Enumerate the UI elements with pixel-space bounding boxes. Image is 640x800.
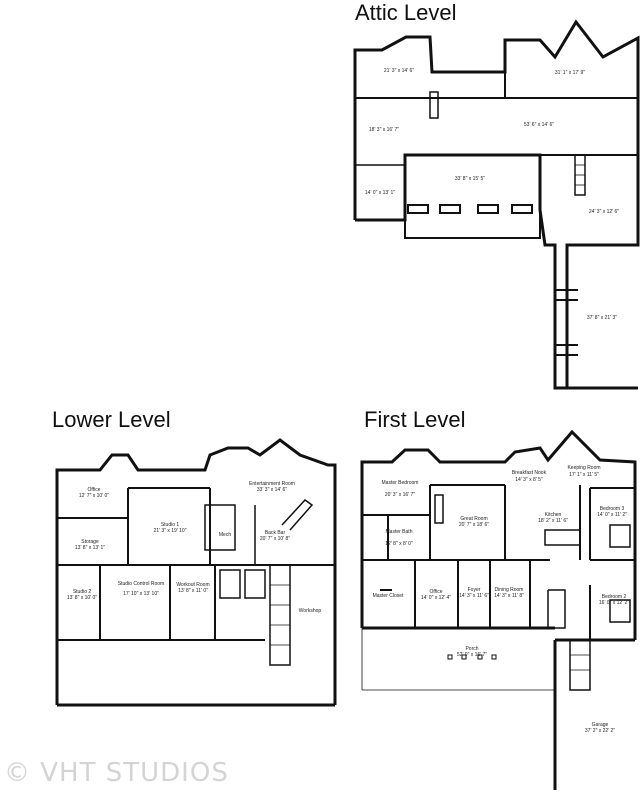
lower-backbar-dims: 20' 7" x 10' 8" <box>260 536 290 542</box>
attic-level-title: Attic Level <box>355 0 457 25</box>
vht-studios-watermark: © VHT STUDIOS <box>4 758 229 788</box>
attic-room-7-dims: 24' 3" x 12' 6" <box>589 209 619 215</box>
lower-storage-dims: 13' 8" x 13' 1" <box>75 545 105 551</box>
lower-office-name: Office <box>88 487 101 493</box>
attic-room-1-dims: 21' 3" x 14' 6" <box>384 68 414 74</box>
lower-studio2-dims: 13' 8" x 10' 0" <box>67 595 97 601</box>
attic-plan <box>353 19 640 390</box>
lower-workout-name: Workout Room <box>176 582 209 588</box>
first-level-title: First Level <box>364 407 466 432</box>
first-bedroom2-dims: 16' 0" x 12' 2" <box>599 600 629 606</box>
first-masterbed-dims: 20' 3" x 16' 7" <box>385 492 415 498</box>
first-masterbath-dims: 12' 8" x 8' 0" <box>385 541 413 547</box>
first-keeping-dims: 17' 1" x 11' 5" <box>569 472 599 478</box>
first-dining-name: Dining Room <box>495 587 524 593</box>
lower-control-name: Studio Control Room <box>118 581 164 587</box>
first-office-dims: 14' 0" x 12' 4" <box>421 595 451 601</box>
first-nook-name: Breakfast Nook <box>512 470 547 476</box>
lower-level-title: Lower Level <box>52 407 171 432</box>
first-foyer-name: Foyer <box>468 587 481 593</box>
first-masterbath-name: Master Bath <box>386 529 413 535</box>
lower-studio2-name: Studio 2 <box>73 589 92 595</box>
first-bedroom3-name: Bedroom 3 <box>600 506 625 512</box>
lower-workshop-name: Workshop <box>299 608 322 614</box>
lower-studio1-name: Studio 1 <box>161 522 180 528</box>
first-kitchen-dims: 18' 2" x 11' 6" <box>538 518 568 524</box>
first-plan <box>360 429 637 790</box>
first-kitchen-name: Kitchen <box>545 512 562 518</box>
first-closet-name: Master Closet <box>373 593 404 599</box>
attic-room-2-dims: 31' 1" x 17' 9" <box>555 70 585 76</box>
lower-office-dims: 12' 7" x 10' 0" <box>79 493 109 499</box>
lower-mech-name: Mech <box>219 532 231 538</box>
first-greatroom-name: Great Room <box>460 516 487 522</box>
lower-entertainment-name: Entertainment Room <box>249 481 295 487</box>
first-garage-name: Garage <box>592 722 609 728</box>
first-porch-dims: 52' 0" x 16' 7" <box>457 652 487 658</box>
first-porch-name: Porch <box>465 646 478 652</box>
first-greatroom-dims: 20' 7" x 18' 6" <box>459 522 489 528</box>
lower-entertainment-dims: 33' 3" x 14' 6" <box>257 487 287 493</box>
first-bedroom3-dims: 14' 0" x 11' 2" <box>597 512 627 518</box>
first-nook-dims: 14' 3" x 8' 5" <box>515 477 543 483</box>
attic-room-3-dims: 18' 3" x 16' 7" <box>369 127 399 133</box>
lower-backbar-name: Back Bar <box>265 530 286 536</box>
first-masterbed-name: Master Bedroom <box>382 480 419 486</box>
attic-room-5-dims: 14' 0" x 13' 1" <box>365 190 395 196</box>
first-office-name: Office <box>430 589 443 595</box>
first-bedroom2-name: Bedroom 2 <box>602 594 627 600</box>
lower-storage-name: Storage <box>81 539 99 545</box>
lower-workout-dims: 13' 8" x 11' 0" <box>178 588 208 594</box>
lower-studio1-dims: 21' 3" x 19' 10" <box>154 528 187 534</box>
first-foyer-dims: 14' 3" x 11' 6" <box>459 593 489 599</box>
lower-control-dims: 17' 10" x 13' 10" <box>123 591 159 597</box>
attic-room-4-dims: 53' 6" x 14' 6" <box>524 122 554 128</box>
first-keeping-name: Keeping Room <box>567 465 600 471</box>
lower-plan <box>55 438 337 707</box>
attic-room-8-dims: 37' 8" x 21' 3" <box>587 315 617 321</box>
first-garage-dims: 37' 2" x 22' 2" <box>585 728 615 734</box>
attic-room-6-dims: 33' 8" x 15' 5" <box>455 176 485 182</box>
first-dining-dims: 14' 3" x 11' 8" <box>494 593 524 599</box>
